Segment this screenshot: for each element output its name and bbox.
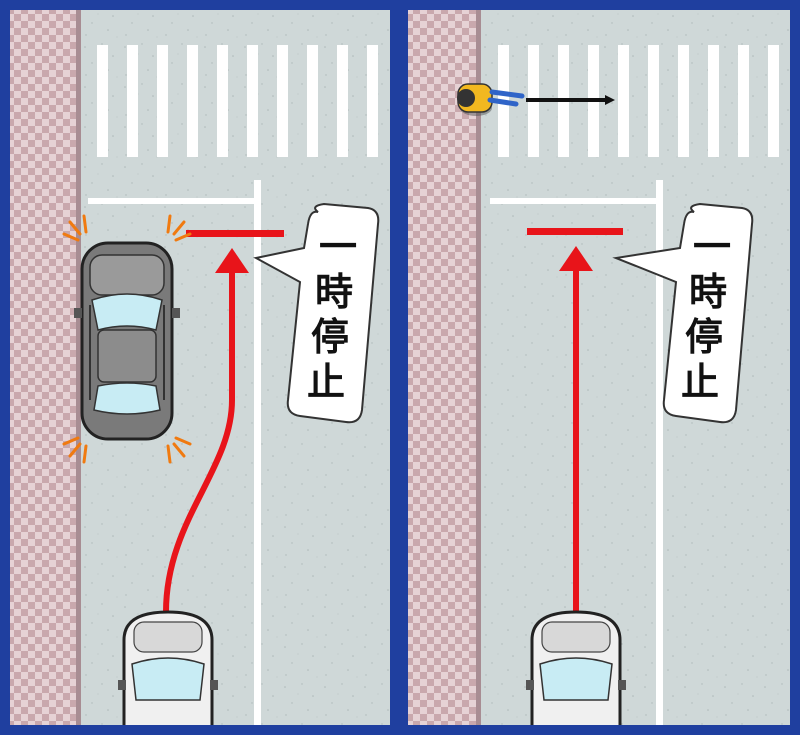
white-stop-line-right	[490, 198, 662, 204]
sign-char-3: 停	[685, 315, 723, 359]
sign-char-4: 止	[307, 360, 345, 404]
parked-car	[74, 241, 180, 441]
panel-border-left	[2, 2, 398, 733]
center-line-left	[254, 180, 261, 727]
red-stop-line-left	[186, 230, 284, 237]
stop-sign-bubble-left: 一 時 停 止	[253, 202, 380, 424]
sidewalk-left	[10, 8, 76, 727]
red-stop-line-right	[527, 228, 623, 235]
sign-char-4: 止	[681, 360, 719, 404]
sign-char-3: 停	[311, 315, 349, 359]
sign-char-1: 一	[693, 225, 731, 269]
center-line-right	[656, 180, 663, 727]
curb-right	[476, 8, 481, 727]
sign-char-1: 一	[319, 225, 357, 269]
pedestrian	[457, 83, 525, 116]
approaching-car-left	[118, 610, 218, 729]
white-stop-line-left	[88, 198, 260, 204]
sign-char-2: 時	[315, 270, 353, 314]
panel-left: 一 時 停 止	[10, 8, 391, 729]
hazard-lights	[62, 214, 192, 464]
crosswalk-left	[97, 45, 378, 157]
stop-sign-bubble-right: 一 時 停 止	[612, 202, 754, 424]
panel-right: 一 時 停 止	[408, 8, 791, 729]
arrowhead-left	[215, 248, 249, 273]
sidewalk-right	[408, 8, 476, 727]
curb-left	[76, 8, 81, 727]
panel-border-right	[400, 2, 798, 733]
arrowhead-right	[559, 246, 593, 271]
approaching-car-right	[526, 610, 626, 729]
sign-char-2: 時	[689, 270, 727, 314]
path-arrow-left	[163, 268, 235, 613]
